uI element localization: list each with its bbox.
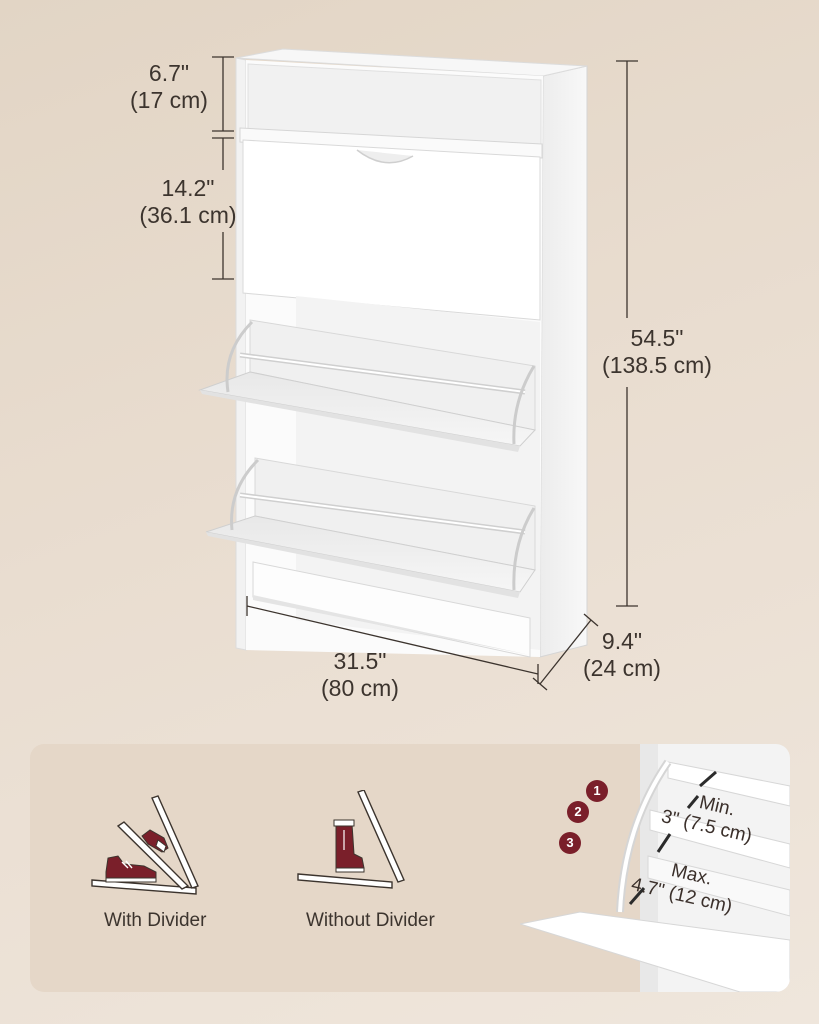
width-inches: 31.5" — [333, 648, 387, 674]
depth-label: 9.4" (24 cm) — [570, 628, 674, 682]
divider-detail-photo — [520, 744, 790, 992]
shoe-cabinet-illustration — [198, 48, 638, 691]
depth-cm: (24 cm) — [583, 655, 661, 681]
step-badge-1: 1 — [586, 780, 608, 802]
without-divider-icon — [297, 790, 405, 889]
flap-height-label: 14.2" (36.1 cm) — [128, 175, 248, 229]
with-divider-caption: With Divider — [104, 910, 207, 931]
total-height-inches: 54.5" — [630, 325, 684, 351]
step-badge-2: 2 — [567, 801, 589, 823]
top-shelf-height-inches: 6.7" — [148, 60, 190, 86]
step-badge-3: 3 — [559, 832, 581, 854]
top-shelf-height-label: 6.7" (17 cm) — [118, 60, 220, 114]
without-divider-caption: Without Divider — [306, 910, 435, 931]
flap-height-cm: (36.1 cm) — [139, 202, 237, 228]
flap-height-inches: 14.2" — [161, 175, 215, 201]
divider-options-panel: With Divider Without Divider — [30, 744, 790, 992]
with-divider-icon — [91, 795, 199, 895]
width-cm: (80 cm) — [321, 675, 399, 701]
width-label: 31.5" (80 cm) — [302, 648, 418, 702]
total-height-label: 54.5" (138.5 cm) — [592, 325, 722, 379]
top-shelf-height-cm: (17 cm) — [130, 87, 208, 113]
depth-inches: 9.4" — [601, 628, 643, 654]
total-height-cm: (138.5 cm) — [602, 352, 712, 378]
